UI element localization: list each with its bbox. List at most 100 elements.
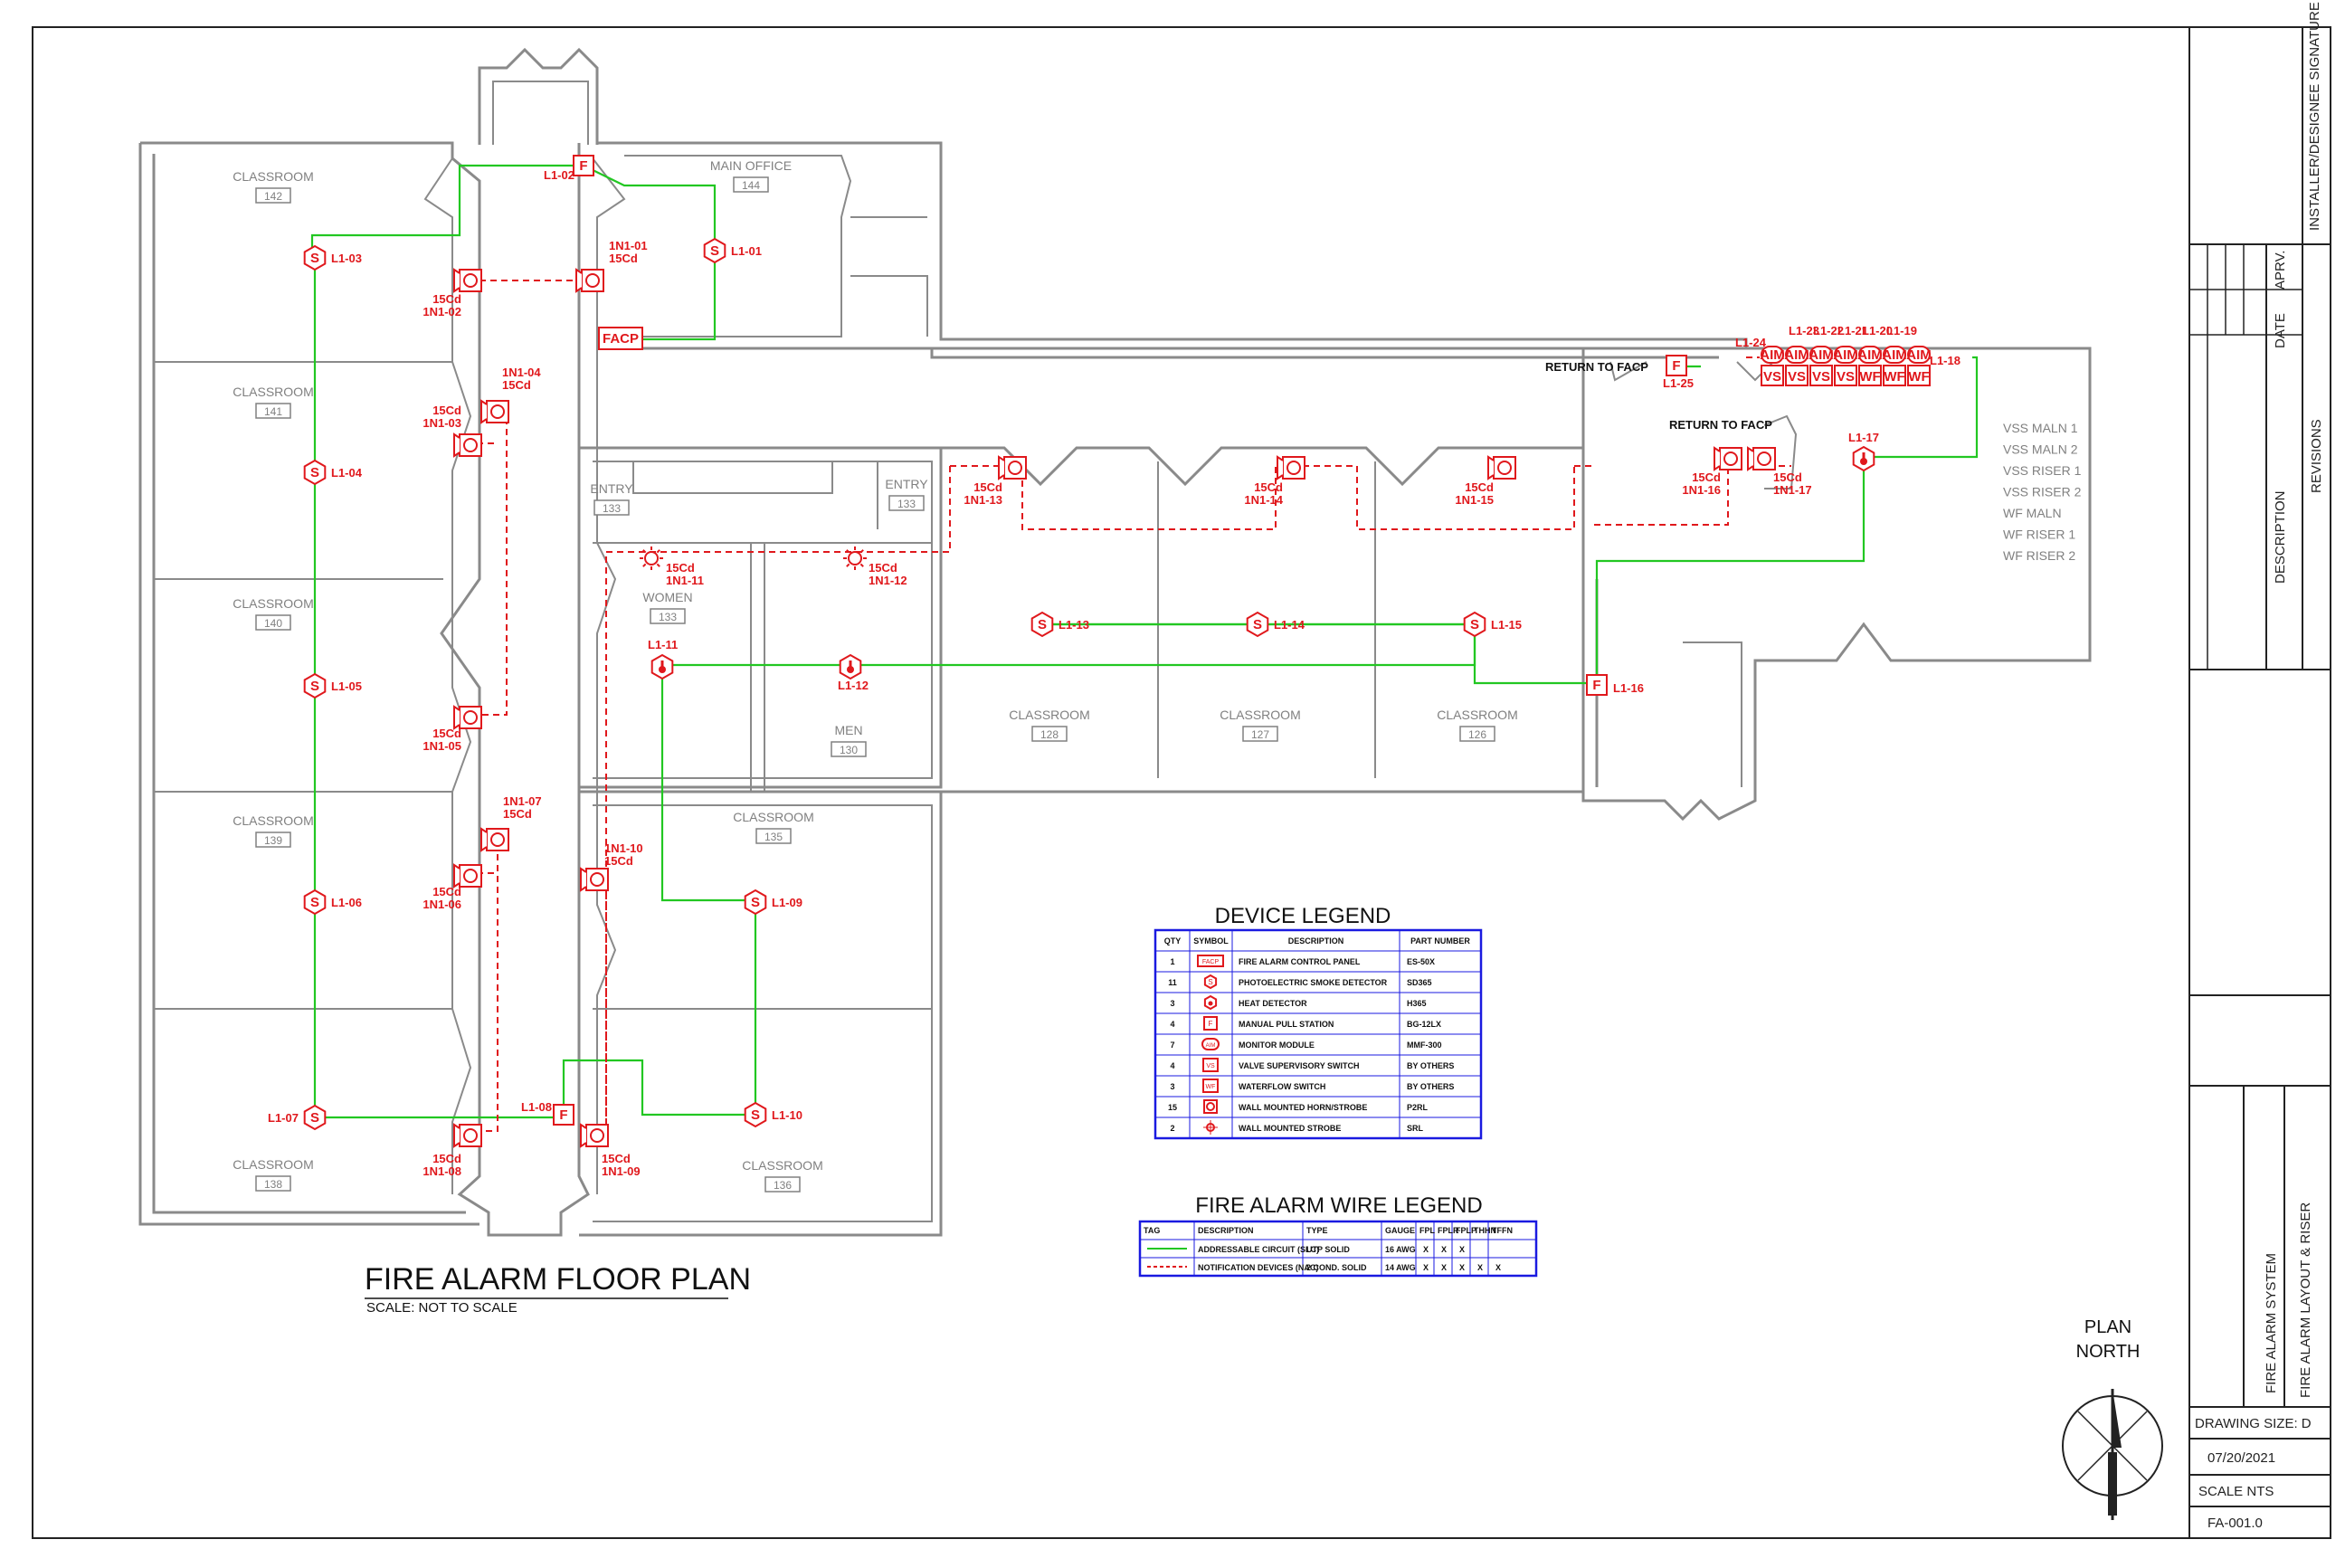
device-label: L1-08: [521, 1100, 552, 1114]
sheet-number: FA-001.0: [2207, 1516, 2263, 1531]
room-number: 138: [264, 1178, 282, 1191]
svg-text:WF: WF: [1859, 369, 1880, 385]
revisions-header: REVISIONS: [2309, 419, 2324, 493]
svg-text:S: S: [751, 1107, 760, 1123]
legend-description: WATERFLOW SWITCH: [1239, 1082, 1325, 1091]
legend-qty: 4: [1170, 1061, 1174, 1070]
device-label: 15Cd: [432, 885, 461, 898]
device-label: 15Cd: [666, 561, 695, 575]
room-number-box: [1031, 726, 1068, 742]
svg-text:S: S: [310, 1110, 319, 1126]
svg-text:WF: WF: [1884, 369, 1904, 385]
device-label: L1-03: [331, 252, 362, 265]
heat-detector-icon: L1-11: [648, 638, 678, 680]
device-label: 1N1-05: [422, 739, 461, 753]
riser-list-item: VSS RISER 2: [2003, 485, 2082, 499]
legend-symbol-icon: AIM: [1201, 1038, 1220, 1050]
svg-text:S: S: [310, 465, 319, 480]
svg-text:S: S: [710, 243, 719, 259]
pull-station-icon: FL1-02: [544, 155, 594, 182]
room-number-box: [755, 828, 792, 844]
room-number-box: [888, 495, 925, 511]
plan-scale: SCALE: NOT TO SCALE: [366, 1300, 517, 1316]
title-block: INSTALLER/DESIGNEE SIGNATURE APRV. DATE …: [2188, 2, 2331, 1538]
pull-station-icon: FL1-08: [521, 1100, 574, 1126]
smoke-detector-icon: S L1-01: [703, 237, 762, 264]
room-number: 144: [742, 179, 760, 192]
legend-description: WALL MOUNTED HORN/STROBE: [1239, 1103, 1367, 1112]
riser-list-item: WF RISER 2: [2003, 548, 2075, 563]
svg-text:VS: VS: [1206, 1063, 1215, 1069]
aim-module-row: AIMVSAIMVSAIMVSAIMVSAIMWFAIMWFAIMWFL1-24…: [1735, 324, 1960, 386]
device-label: 15Cd: [503, 807, 532, 821]
svg-text:AIM: AIM: [1206, 1043, 1216, 1049]
svg-text:AIM: AIM: [1809, 347, 1834, 363]
facp-icon: FACP: [598, 327, 643, 350]
device-label: 1N1-04: [502, 366, 541, 379]
room-number-box: [255, 187, 291, 204]
device-label: 15Cd: [869, 561, 897, 575]
return-to-facp-label-2: RETURN TO FACP: [1669, 418, 1772, 432]
svg-text:S: S: [751, 895, 760, 910]
legend-description: VALVE SUPERVISORY SWITCH: [1239, 1061, 1360, 1070]
legend-description: MONITOR MODULE: [1239, 1041, 1315, 1050]
room-number: 133: [659, 611, 677, 623]
device-label: L1-02: [544, 168, 574, 182]
wire-legend-header: DESCRIPTION: [1198, 1226, 1254, 1235]
riser-list-item: VSS MALN 1: [2003, 421, 2078, 435]
room-number: 140: [264, 617, 282, 630]
legend-symbol-icon: FACP: [1197, 955, 1224, 967]
room-number-box: [255, 614, 291, 631]
legend-part-number: H365: [1407, 999, 1427, 1008]
sheet-scale: SCALE NTS: [2198, 1484, 2274, 1499]
legend-part-number: BG-12LX: [1407, 1020, 1441, 1029]
device-label: 15Cd: [1254, 480, 1283, 494]
svg-text:S: S: [1038, 617, 1047, 632]
room-number-box: [831, 741, 867, 757]
aim-label: L1-22: [1813, 324, 1844, 337]
room-number: 141: [264, 405, 282, 418]
riser-list-item: VSS RISER 1: [2003, 463, 2082, 478]
device-label: 1N1-01: [609, 239, 648, 252]
legend-symbol-icon: [1203, 994, 1218, 1011]
smoke-detector-icon: S L1-13: [1030, 611, 1089, 638]
room-number-box: [255, 403, 291, 419]
legend-symbol-icon: WF: [1202, 1079, 1219, 1093]
device-label: 15Cd: [602, 1152, 631, 1165]
legend-description: PHOTOELECTRIC SMOKE DETECTOR: [1239, 978, 1388, 987]
room-name: CLASSROOM: [233, 169, 313, 184]
slc-wiring: [310, 164, 1979, 1122]
legend-part-number: BY OTHERS: [1407, 1061, 1454, 1070]
room-name: ENTRY: [885, 477, 928, 491]
device-label: L1-13: [1059, 618, 1089, 632]
wire-rating-mark: X: [1459, 1245, 1465, 1254]
device-label: 15Cd: [432, 727, 461, 740]
device-label: 1N1-13: [964, 493, 1002, 507]
riser-list-item: WF MALN: [2003, 506, 2062, 520]
device-label: 15Cd: [604, 854, 633, 868]
device-label: L1-11: [648, 638, 678, 651]
wire-legend-header: TYPE: [1306, 1226, 1328, 1235]
north-arrow: PLAN NORTH: [2062, 1317, 2163, 1520]
aim-label: L1-18: [1930, 354, 1960, 367]
device-label: L1-01: [731, 244, 762, 258]
svg-text:AIM: AIM: [1760, 347, 1785, 363]
legend-part-number: ES-50X: [1407, 957, 1435, 966]
room-name: ENTRY: [590, 481, 633, 496]
wire-gauge: 14 AWG: [1385, 1263, 1416, 1272]
wire-rating-mark: X: [1423, 1245, 1429, 1254]
wire-legend-header: FPLP: [1456, 1226, 1476, 1235]
